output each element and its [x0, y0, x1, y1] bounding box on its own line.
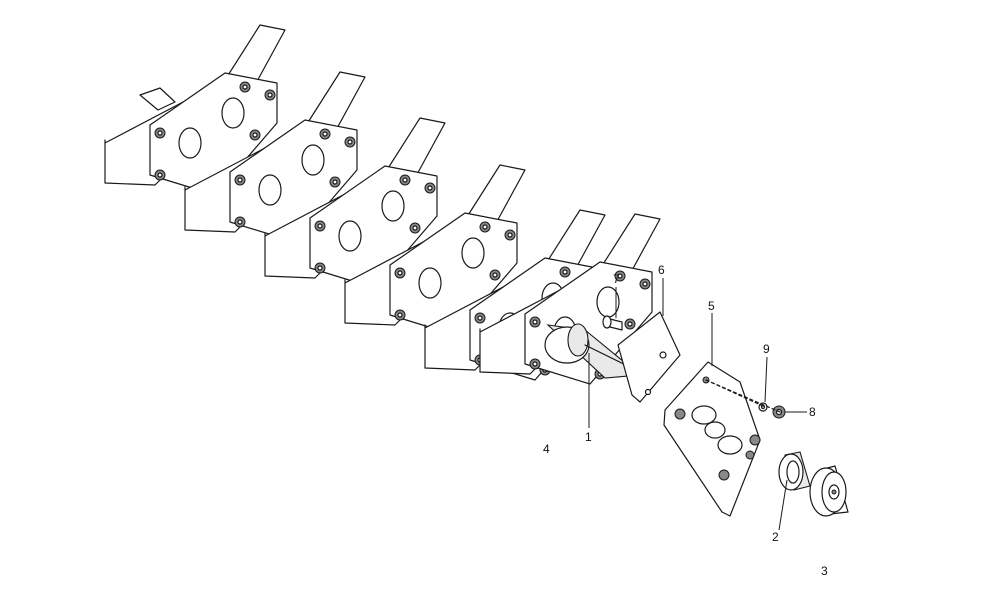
- bolt-center: [237, 219, 243, 225]
- bolt-center: [617, 273, 623, 279]
- bolt-center: [237, 177, 243, 183]
- leader-lines: [588, 278, 807, 531]
- callout-8: 8: [809, 405, 816, 419]
- flange-hole: [301, 144, 325, 176]
- bearing-bracket: [617, 311, 681, 403]
- bolt-center: [317, 265, 323, 271]
- bolt-center: [322, 131, 328, 137]
- bolt-center: [562, 269, 568, 275]
- callout-6: 6: [658, 263, 665, 277]
- callout-2: 2: [772, 530, 779, 544]
- rotor-assembly: [104, 24, 661, 385]
- bearing: [809, 465, 849, 517]
- bolt-center: [397, 270, 403, 276]
- bolt-center: [267, 92, 273, 98]
- callout-5: 5: [708, 299, 715, 313]
- callout-7: 7: [613, 272, 620, 286]
- flange-plate: [149, 72, 278, 196]
- bolt-center: [477, 315, 483, 321]
- bolt-center: [252, 132, 258, 138]
- bolt-center: [507, 232, 513, 238]
- flange-hole: [221, 97, 245, 129]
- bolt-center: [242, 84, 248, 90]
- bolt-center: [157, 172, 163, 178]
- bolt-center: [412, 225, 418, 231]
- flange-hole: [418, 267, 442, 299]
- rotor-unit: [184, 71, 366, 243]
- bolt-center: [332, 179, 338, 185]
- bolt-center: [642, 281, 648, 287]
- flange-hole: [178, 127, 202, 159]
- bolt-center: [492, 272, 498, 278]
- flange-hole: [461, 237, 485, 269]
- bushing: [778, 451, 811, 491]
- alignment-lines: [705, 379, 781, 413]
- flange-plate: [229, 119, 358, 243]
- pin: [602, 315, 623, 331]
- bolt-center: [317, 223, 323, 229]
- bolt-center: [157, 130, 163, 136]
- bolt-center: [397, 312, 403, 318]
- bolt-center: [402, 177, 408, 183]
- rotor-unit: [264, 117, 446, 289]
- flange-hole: [258, 174, 282, 206]
- flange-plate: [309, 165, 438, 289]
- flange-hole: [381, 190, 405, 222]
- bolt-center: [627, 321, 633, 327]
- bolt-center: [532, 361, 538, 367]
- bolt-center: [532, 319, 538, 325]
- bolt-center: [427, 185, 433, 191]
- flange-plate: [389, 212, 518, 336]
- callout-4: 4: [543, 442, 550, 456]
- rotor-unit: [104, 24, 286, 196]
- flange-hole: [338, 220, 362, 252]
- end-plate: [663, 361, 761, 517]
- bolt-center: [347, 139, 353, 145]
- callout-1: 1: [585, 430, 592, 444]
- bolt-center: [482, 224, 488, 230]
- shaft-stub: [139, 87, 176, 111]
- callout-3: 3: [821, 564, 828, 578]
- callout-9: 9: [763, 342, 770, 356]
